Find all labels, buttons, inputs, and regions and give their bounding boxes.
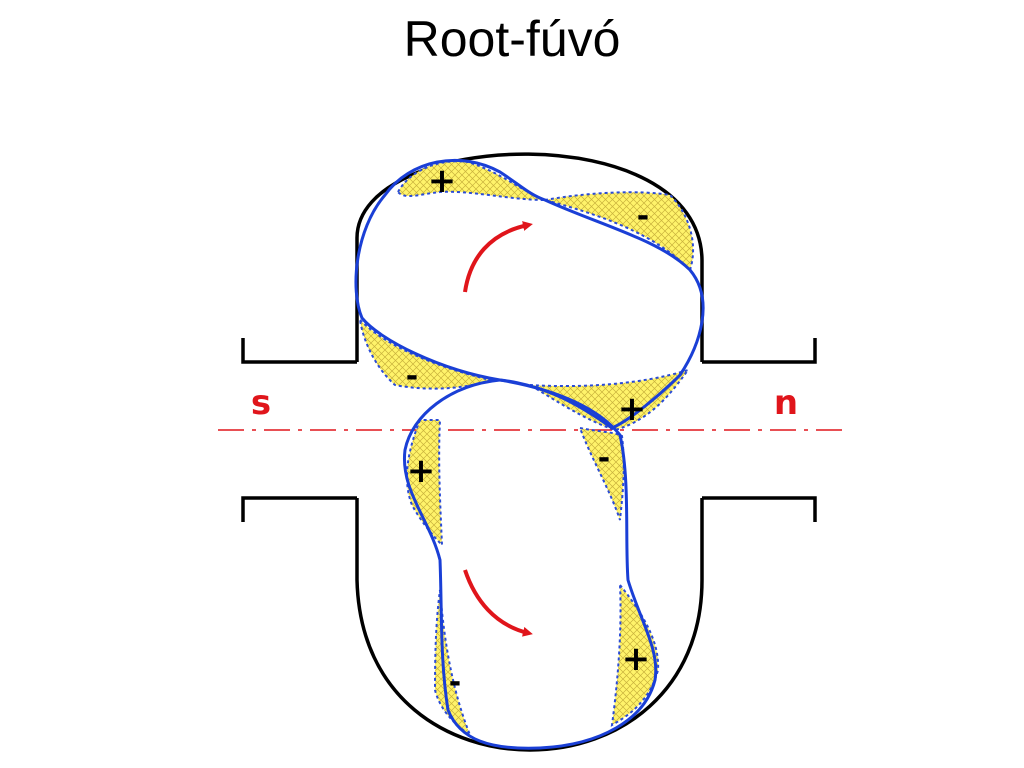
outlet-label: n [774, 383, 798, 423]
pocket-regions-lower [406, 419, 660, 738]
inlet-label: s [251, 383, 271, 423]
pocket-center-right [529, 368, 691, 432]
minus-sign-center-lower: - [598, 441, 610, 476]
pressure-signs: + - - + + - - + [406, 161, 650, 700]
minus-sign-upper-right: - [637, 199, 649, 234]
pocket-regions-upper [358, 160, 694, 432]
plus-sign-lower-left: + [407, 451, 436, 491]
inlet-flange-top [241, 338, 357, 364]
plus-sign-lower-right: + [622, 639, 651, 679]
page-title: Root-fúvó [403, 11, 621, 67]
lower-rotor [402, 378, 658, 750]
lower-rotation-arrow [463, 569, 533, 637]
inlet-flange-bottom [241, 496, 357, 522]
outlet-flange-bottom [702, 496, 817, 522]
upper-rotation-arrow [463, 221, 533, 293]
housing-lower-wall [355, 498, 704, 752]
plus-sign-upper-left: + [428, 161, 457, 201]
rotors [354, 158, 705, 750]
pocket-upper-right [544, 191, 694, 272]
pocket-lower-right [610, 581, 660, 727]
housing-upper-wall [355, 152, 704, 362]
minus-sign-lower-left: - [449, 665, 461, 700]
blower-housing [241, 152, 817, 752]
pocket-upper-left-top [396, 160, 546, 201]
pocket-upper-left-bottom [358, 317, 494, 390]
minus-sign-left: - [406, 359, 418, 394]
plus-sign-center-right: + [618, 389, 647, 429]
outlet-flange-top [702, 338, 817, 364]
pocket-center-lower [578, 426, 625, 521]
